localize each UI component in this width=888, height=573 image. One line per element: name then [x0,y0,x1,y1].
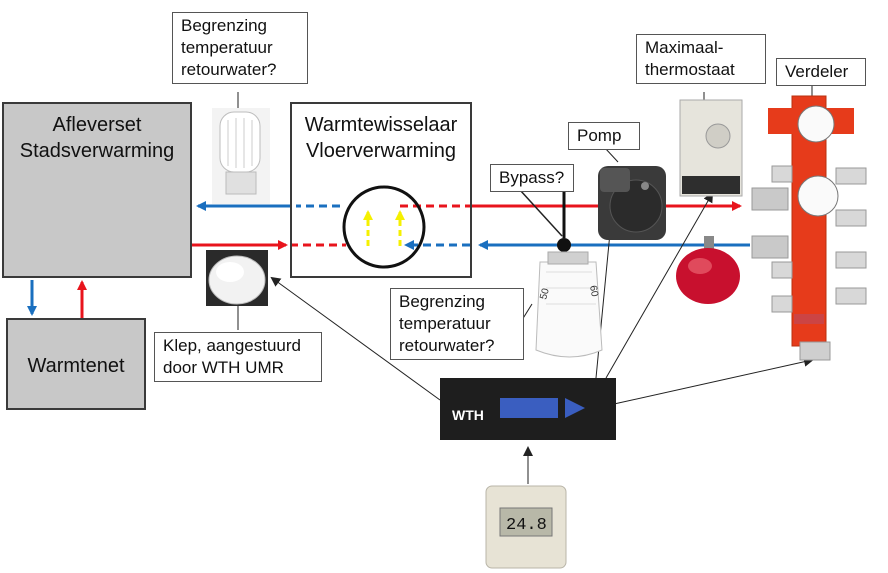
label-begrenzing-bottom: Begrenzing temperatuur retourwater? [390,288,524,360]
controller-logo: WTH [452,407,484,423]
label-bypass: Bypass? [490,164,574,192]
warmtewisselaar-line1: Warmtewisselaar [304,114,458,136]
label-verdeler: Verdeler [776,58,866,86]
expansion-vessel-icon [676,236,740,304]
verdeler-text: Verdeler [785,62,849,81]
begrenzing-top-line3: retourwater? [181,60,277,79]
signal-to-maximaal [605,192,713,379]
room-thermostat-icon: 24.8 [485,485,567,569]
valve-scale-low: 50 [538,287,552,301]
pointer-bypass [519,189,563,237]
label-klep: Klep, aangestuurd door WTH UMR [154,332,322,382]
warmtenet-box: Warmtenet [6,318,146,410]
label-maximaal: Maximaal- thermostaat [636,34,766,84]
thermostatic-head-top-icon [212,108,270,204]
label-begrenzing-top: Begrenzing temperatuur retourwater? [172,12,308,84]
begrenzing-bottom-line3: retourwater? [399,336,495,355]
signal-to-verdeler [613,356,814,405]
wth-controller-icon: WTH [440,378,616,440]
maximaalthermostaat-icon [679,99,743,197]
maximaal-line1: Maximaal- [645,38,724,57]
heat-exchanger-circle [342,185,426,269]
bypass-text: Bypass? [499,168,565,187]
bypass-junction [557,238,571,252]
thermostat-display: 24.8 [506,516,547,535]
begrenzing-bottom-line2: temperatuur [399,314,491,333]
begrenzing-top-line2: temperatuur [181,38,273,57]
warmtewisselaar-box: Warmtewisselaar Vloerverwarming [290,102,472,278]
pomp-text: Pomp [577,126,622,145]
begrenzing-top-line1: Begrenzing [181,16,268,35]
warmtenet-label: Warmtenet [27,355,125,377]
verdeler-manifold-icon [751,95,867,361]
label-pomp: Pomp [568,122,640,150]
pump-icon [598,166,666,240]
valve-scale-high: 60 [587,285,600,298]
begrenzing-bottom-line1: Begrenzing [399,292,486,311]
warmtewisselaar-line2: Vloerverwarming [305,140,457,162]
afleverset-line1: Afleverset [52,114,142,136]
klep-line1: Klep, aangestuurd [163,336,301,355]
pointer-pomp [604,147,619,163]
thermostatic-valve-bottom-icon: 50 60 [535,251,603,358]
afleverset-line2: Stadsverwarming [19,140,175,162]
valve-head-klep-icon [206,250,268,306]
klep-line2: door WTH UMR [163,358,284,377]
signal-to-klep [270,276,441,401]
maximaal-line2: thermostaat [645,60,735,79]
afleverset-box: Afleverset Stadsverwarming [2,102,192,278]
